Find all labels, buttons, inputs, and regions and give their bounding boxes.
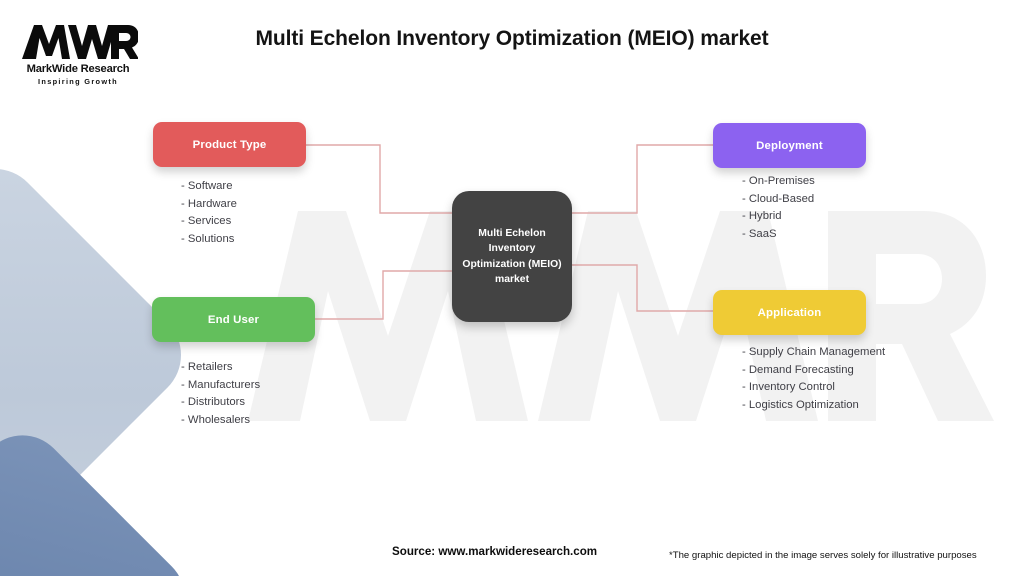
list-item: - Hybrid [742, 210, 782, 223]
branch-box-product-type[interactable]: Product Type [153, 122, 306, 167]
list-item: - Hardware [181, 197, 237, 210]
connector-product-type [306, 144, 455, 214]
item-list-end-user: - Retailers - Manufacturers - Distributo… [181, 359, 260, 429]
list-item: - Retailers [181, 361, 233, 373]
center-node: Multi Echelon Inventory Optimization (ME… [452, 191, 572, 322]
branch-label-product-type: Product Type [192, 138, 267, 151]
list-item: - On-Premises [742, 175, 815, 187]
list-item: - Software [181, 180, 233, 192]
branch-box-end-user[interactable]: End User [152, 297, 315, 342]
item-list-deployment: - On-Premises - Cloud-Based - Hybrid - S… [742, 173, 815, 243]
brand-name: MarkWide Research [26, 63, 130, 75]
branch-box-application[interactable]: Application [713, 290, 866, 335]
item-list-product-type: - Software - Hardware - Services - Solut… [181, 178, 237, 248]
list-item: - Supply Chain Management [742, 346, 886, 358]
item-list-application: - Supply Chain Management - Demand Forec… [742, 344, 885, 414]
list-item: - SaaS [742, 227, 777, 240]
list-item: - Solutions [181, 232, 235, 245]
branch-label-deployment: Deployment [756, 139, 823, 152]
list-item: - Demand Forecasting [742, 363, 854, 376]
list-item: - Logistics Optimization [742, 398, 859, 411]
list-item: - Services [181, 215, 232, 228]
list-item: - Wholesalers [181, 413, 251, 426]
branch-label-application: Application [757, 306, 822, 319]
list-item: - Cloud-Based [742, 192, 815, 205]
branch-box-deployment[interactable]: Deployment [713, 123, 866, 168]
page-title: Multi Echelon Inventory Optimization (ME… [255, 27, 769, 50]
mwr-monogram-icon [22, 25, 138, 59]
decorative-shape-dark [0, 417, 203, 576]
footer-disclaimer: *The graphic depicted in the image serve… [669, 550, 977, 561]
brand-tagline: Inspiring Growth [38, 77, 118, 86]
center-node-label: Multi Echelon Inventory Optimization (ME… [462, 227, 562, 286]
list-item: - Inventory Control [742, 381, 835, 394]
brand-logo: MarkWide Research Inspiring Growth [18, 22, 138, 86]
list-item: - Distributors [181, 396, 246, 409]
list-item: - Manufacturers [181, 378, 261, 391]
branch-label-end-user: End User [207, 313, 260, 326]
footer-source: Source: www.markwideresearch.com [392, 545, 598, 558]
decorative-shape-light [0, 149, 201, 561]
